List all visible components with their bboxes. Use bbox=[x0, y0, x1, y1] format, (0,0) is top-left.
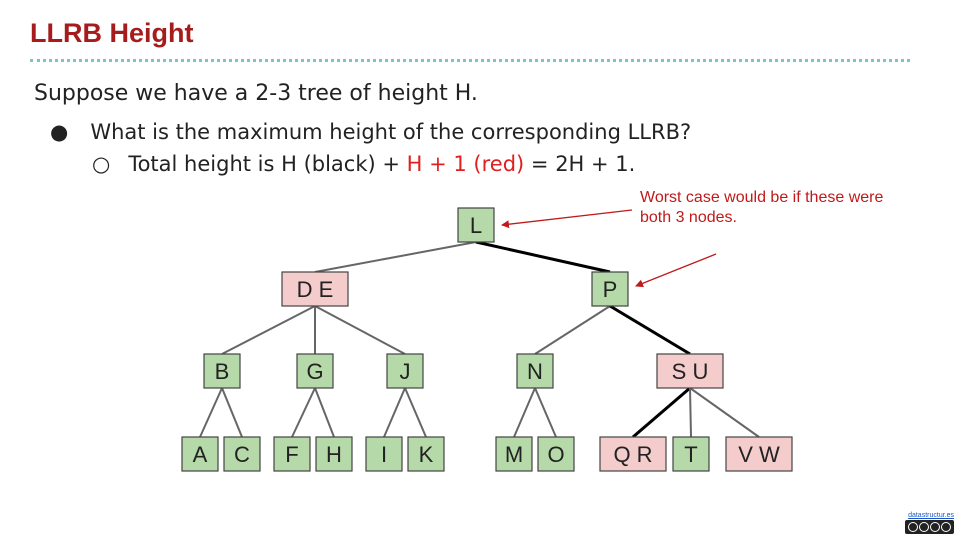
node-box bbox=[203, 353, 241, 389]
node-label: K bbox=[419, 442, 434, 467]
tree-node-T: T bbox=[672, 436, 710, 472]
tree-node-DE: D E bbox=[281, 271, 349, 307]
edge-L-P bbox=[475, 240, 611, 274]
subbullet-text-after: = 2H + 1. bbox=[524, 152, 636, 176]
edge-DE-J bbox=[314, 305, 406, 355]
edge-N-M bbox=[513, 387, 536, 438]
tree-node-QR: Q R bbox=[599, 436, 667, 472]
node-label: F bbox=[285, 442, 298, 467]
node-label: D E bbox=[297, 277, 334, 302]
node-label: S U bbox=[672, 359, 709, 384]
edge-J-I bbox=[383, 387, 406, 438]
node-label: N bbox=[527, 359, 543, 384]
bullet-marker: ● bbox=[50, 120, 69, 144]
node-box bbox=[281, 271, 349, 307]
tree-node-L: L bbox=[457, 207, 495, 243]
node-label: C bbox=[234, 442, 250, 467]
tree-node-K: K bbox=[407, 436, 445, 472]
edge-B-A bbox=[199, 387, 223, 438]
node-label: O bbox=[547, 442, 564, 467]
node-box bbox=[672, 436, 710, 472]
tree-node-VW: V W bbox=[725, 436, 793, 472]
node-box bbox=[386, 353, 424, 389]
node-label: J bbox=[400, 359, 411, 384]
node-label: B bbox=[215, 359, 230, 384]
tree-node-SU: S U bbox=[656, 353, 724, 389]
node-label: M bbox=[505, 442, 523, 467]
edge-SU-VW bbox=[689, 387, 760, 438]
node-box bbox=[516, 353, 554, 389]
intro-text: Suppose we have a 2-3 tree of height H. bbox=[34, 81, 478, 106]
node-box bbox=[495, 436, 533, 472]
tree-node-N: N bbox=[516, 353, 554, 389]
slide-title: LLRB Height bbox=[30, 18, 194, 48]
tree-node-F: F bbox=[273, 436, 311, 472]
node-label: H bbox=[326, 442, 342, 467]
edge-N-O bbox=[534, 387, 557, 438]
edge-SU-QR bbox=[632, 386, 691, 439]
tree-node-P: P bbox=[591, 271, 629, 307]
tree-node-H: H bbox=[315, 436, 353, 472]
annotation-arrow-to-L bbox=[501, 209, 633, 229]
node-box bbox=[591, 271, 629, 307]
node-box bbox=[365, 436, 403, 472]
bullet-text: What is the maximum height of the corres… bbox=[90, 120, 692, 144]
node-box bbox=[181, 436, 219, 472]
node-box bbox=[537, 436, 575, 472]
annotation-arrow-to-P bbox=[635, 253, 717, 288]
edge-P-SU bbox=[609, 304, 691, 356]
node-label: I bbox=[381, 442, 387, 467]
tree-node-I: I bbox=[365, 436, 403, 472]
edge-G-H bbox=[314, 387, 335, 438]
node-box bbox=[457, 207, 495, 243]
bullet-item: ● What is the maximum height of the corr… bbox=[50, 120, 691, 144]
edge-DE-B bbox=[221, 305, 316, 355]
tree-node-J: J bbox=[386, 353, 424, 389]
edge-P-N bbox=[534, 305, 611, 355]
footer-link[interactable]: datastructur.es bbox=[908, 512, 954, 519]
edge-L-DE bbox=[314, 241, 477, 273]
annotation-text: Worst case would be if these were both 3… bbox=[640, 189, 884, 226]
subbullet-text-before: Total height is H (black) + bbox=[128, 152, 407, 176]
node-box bbox=[656, 353, 724, 389]
subbullet-marker: ○ bbox=[92, 152, 111, 176]
node-label: A bbox=[193, 442, 208, 467]
node-box bbox=[315, 436, 353, 472]
node-label: P bbox=[603, 277, 618, 302]
title-divider bbox=[30, 59, 910, 62]
node-box bbox=[296, 353, 334, 389]
subbullet-text: Total height is H (black) + H + 1 (red) … bbox=[128, 152, 635, 176]
license-area: datastructur.es bbox=[905, 512, 954, 534]
node-box bbox=[407, 436, 445, 472]
tree-node-A: A bbox=[181, 436, 219, 472]
tree-node-M: M bbox=[495, 436, 533, 472]
node-label: T bbox=[684, 442, 697, 467]
tree-node-B: B bbox=[203, 353, 241, 389]
node-label: V W bbox=[738, 442, 780, 467]
edge-B-C bbox=[221, 387, 243, 438]
subbullet-item: ○ Total height is H (black) + H + 1 (red… bbox=[92, 152, 635, 176]
edge-SU-T bbox=[689, 387, 692, 438]
node-label: L bbox=[470, 213, 482, 238]
node-box bbox=[725, 436, 793, 472]
tree-node-G: G bbox=[296, 353, 334, 389]
edge-J-K bbox=[404, 387, 427, 438]
cc-license-icon bbox=[905, 520, 954, 534]
node-box bbox=[273, 436, 311, 472]
node-box bbox=[599, 436, 667, 472]
tree-node-O: O bbox=[537, 436, 575, 472]
node-label: Q R bbox=[613, 442, 652, 467]
tree-node-C: C bbox=[223, 436, 261, 472]
edge-G-F bbox=[291, 387, 316, 438]
node-label: G bbox=[306, 359, 323, 384]
node-box bbox=[223, 436, 261, 472]
subbullet-text-red: H + 1 (red) bbox=[406, 152, 525, 176]
